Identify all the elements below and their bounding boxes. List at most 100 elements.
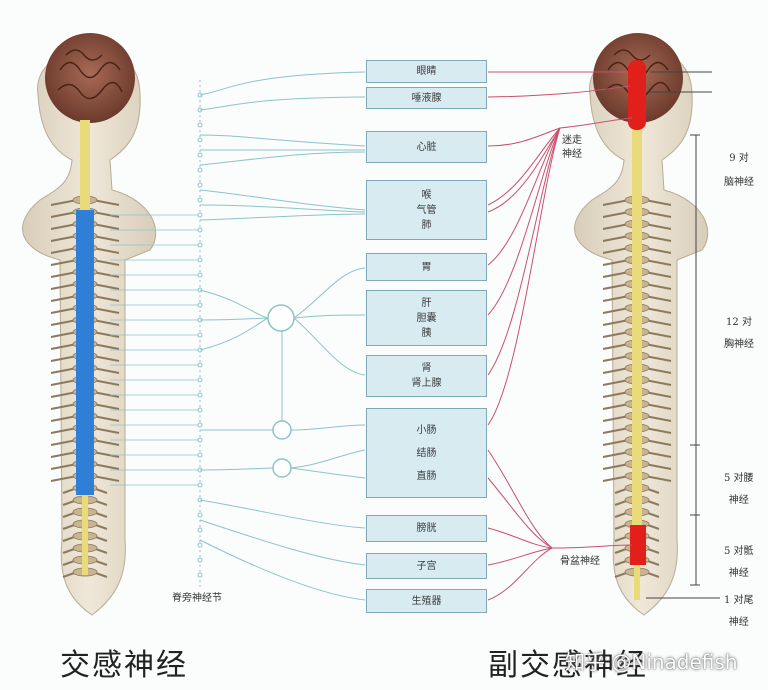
rib bbox=[92, 403, 120, 410]
rib bbox=[92, 307, 120, 314]
ganglion bbox=[197, 257, 203, 263]
coccygeal-name: 神经 bbox=[728, 616, 749, 628]
ganglion bbox=[197, 272, 203, 278]
rib bbox=[602, 343, 630, 350]
rib bbox=[602, 307, 630, 314]
rib bbox=[602, 235, 630, 242]
right-brainstem bbox=[628, 60, 646, 130]
ganglion bbox=[197, 332, 203, 338]
lumbar-nerves-label: 5 对腰 神经 bbox=[724, 472, 754, 507]
rib bbox=[602, 379, 630, 386]
organ-liver-label: 肝 bbox=[421, 297, 432, 309]
organ-rectum-label: 直肠 bbox=[416, 470, 437, 482]
rib bbox=[92, 199, 120, 206]
ganglion bbox=[197, 227, 203, 233]
rib bbox=[602, 451, 630, 458]
ganglion bbox=[197, 392, 203, 398]
rib bbox=[644, 475, 672, 482]
caption-sympathetic: 交感神经 bbox=[60, 648, 188, 683]
rib bbox=[644, 211, 672, 218]
rib bbox=[644, 367, 672, 374]
organ-kidney-label: 肾 bbox=[421, 363, 432, 374]
organ-box-genitals: 生殖器 bbox=[366, 589, 487, 613]
rib bbox=[602, 319, 630, 326]
rib bbox=[644, 283, 672, 290]
thoracic-count: 12 对 bbox=[726, 317, 752, 328]
rib bbox=[602, 247, 630, 254]
rib bbox=[644, 223, 672, 230]
right-figure-parasympathetic bbox=[574, 33, 709, 616]
rib bbox=[50, 415, 78, 422]
ganglion bbox=[197, 242, 203, 248]
rib bbox=[602, 295, 630, 302]
ganglion bbox=[197, 362, 203, 368]
organ-pancreas-label: 胰 bbox=[421, 327, 432, 339]
pelvic-label: 骨盆神经 bbox=[560, 556, 600, 567]
ganglion bbox=[197, 482, 203, 488]
left-figure-sympathetic bbox=[22, 33, 157, 616]
organ-box-kidney: 肾 肾上腺 bbox=[366, 355, 487, 397]
rib bbox=[644, 271, 672, 278]
ganglion bbox=[197, 137, 203, 143]
right-lower-cord bbox=[634, 565, 640, 600]
rib bbox=[92, 379, 120, 386]
rib bbox=[50, 463, 78, 470]
rib bbox=[602, 199, 630, 206]
organ-box-eye: 眼睛 bbox=[366, 60, 487, 83]
sympathetic-nerves bbox=[199, 71, 366, 601]
organ-box-heart: 心脏 bbox=[366, 131, 487, 163]
organ-small-intestine-label: 小肠 bbox=[416, 424, 437, 436]
rib bbox=[50, 451, 78, 458]
inferior-mesenteric-ganglion bbox=[272, 458, 292, 478]
rib bbox=[92, 367, 120, 374]
right-spinal-cord bbox=[632, 130, 642, 530]
rib bbox=[50, 331, 78, 338]
ganglion bbox=[197, 197, 203, 203]
ganglion bbox=[197, 542, 203, 548]
organ-box-salivary: 唾液腺 bbox=[366, 87, 487, 109]
right-sacral-cord bbox=[630, 525, 646, 565]
organ-box-airway: 喉 气管 肺 bbox=[366, 180, 487, 240]
ganglion-chain-label: 脊旁神经节 bbox=[172, 593, 222, 604]
organ-salivary-label: 唾液腺 bbox=[411, 92, 442, 104]
rib bbox=[602, 271, 630, 278]
sacral-name: 神经 bbox=[728, 567, 749, 579]
rib bbox=[602, 259, 630, 266]
rib bbox=[644, 403, 672, 410]
vagus-label-line1: 迷走 bbox=[562, 135, 582, 146]
rib bbox=[644, 259, 672, 266]
rib bbox=[50, 211, 78, 218]
rib bbox=[92, 415, 120, 422]
rib bbox=[602, 367, 630, 374]
rib bbox=[602, 403, 630, 410]
organ-box-uterus: 子宫 bbox=[366, 553, 487, 579]
caption-parasympathetic: 副交感神经 bbox=[488, 648, 648, 683]
ganglion bbox=[197, 212, 203, 218]
thoracic-nerves-label: 12 对 胸神经 bbox=[724, 316, 754, 351]
rib bbox=[92, 355, 120, 362]
ganglion bbox=[197, 152, 203, 158]
rib bbox=[92, 439, 120, 446]
organ-box-intestine: 小肠 结肠 直肠 bbox=[366, 408, 487, 498]
rib bbox=[92, 475, 120, 482]
rib bbox=[644, 343, 672, 350]
ganglion bbox=[197, 377, 203, 383]
organ-box-liver: 肝 胆囊 胰 bbox=[366, 290, 487, 346]
organ-gallbladder-label: 胆囊 bbox=[416, 312, 437, 324]
rib bbox=[644, 331, 672, 338]
rib bbox=[92, 319, 120, 326]
ganglion bbox=[197, 572, 203, 578]
organ-colon-label: 结肠 bbox=[416, 447, 437, 459]
organ-uterus-label: 子宫 bbox=[416, 560, 437, 572]
rib bbox=[644, 451, 672, 458]
rib bbox=[50, 259, 78, 266]
rib bbox=[644, 247, 672, 254]
sacral-count: 5 对骶 bbox=[724, 546, 754, 557]
rib bbox=[602, 331, 630, 338]
rib bbox=[50, 439, 78, 446]
sacral-nerves-label: 5 对骶 神经 bbox=[724, 545, 754, 580]
organ-trachea-label: 气管 bbox=[416, 204, 437, 216]
rib bbox=[644, 199, 672, 206]
vagus-label-line2: 神经 bbox=[562, 148, 582, 160]
rib bbox=[50, 199, 78, 206]
